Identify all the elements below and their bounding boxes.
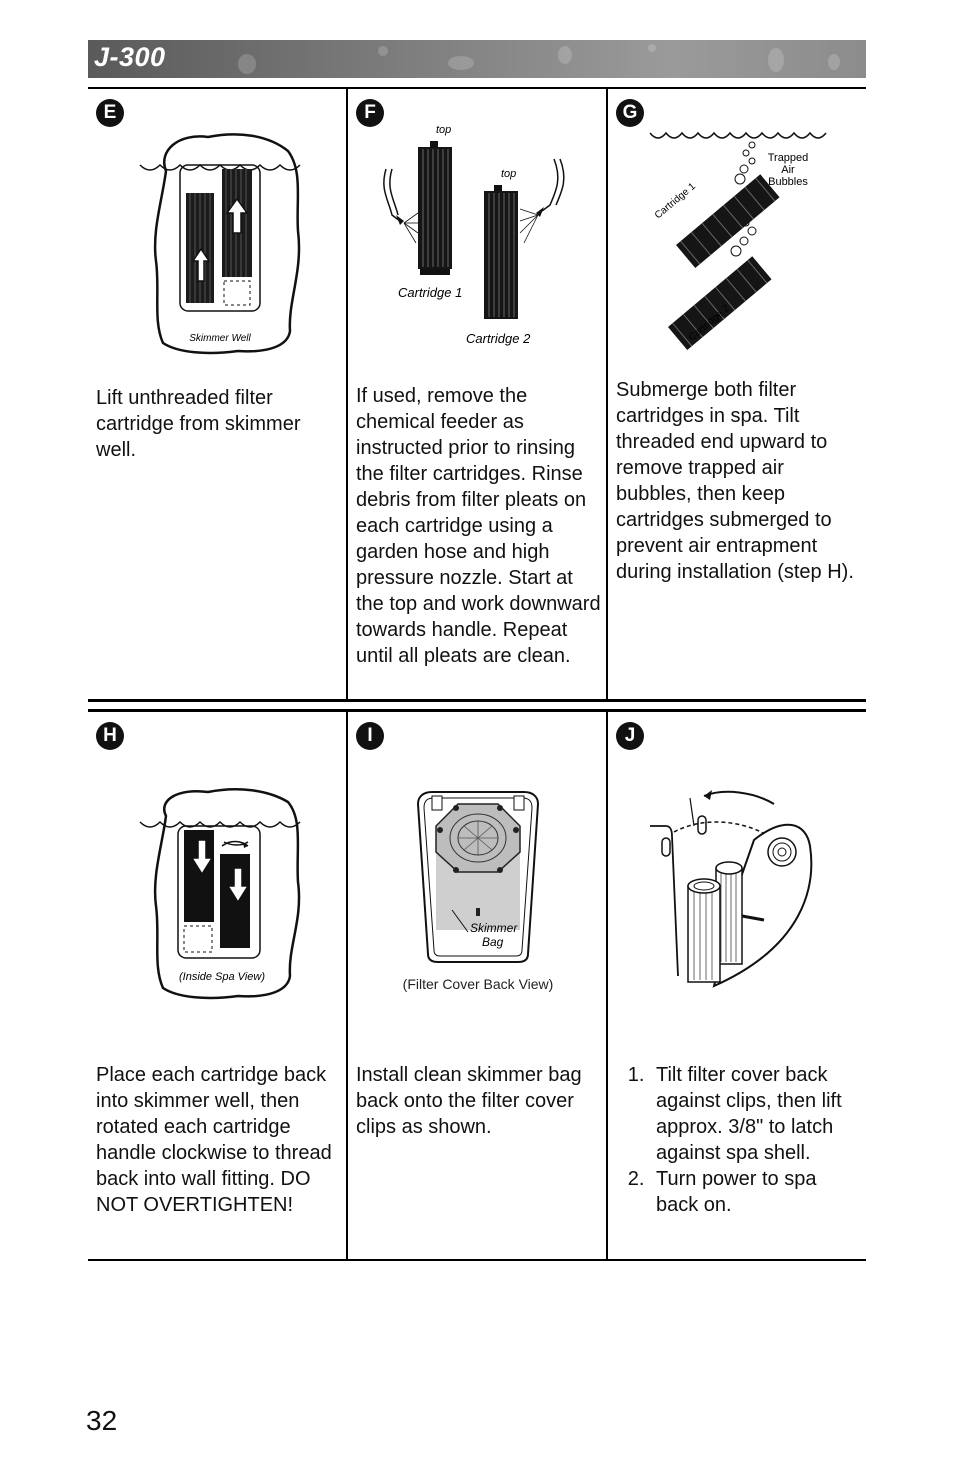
svg-text:top: top — [436, 124, 451, 136]
svg-text:Cartridge 1: Cartridge 1 — [398, 285, 462, 300]
step-j-list: Tilt filter cover back against clips, th… — [610, 1062, 862, 1218]
reinstall-cartridges-illustration: (Inside Spa View) — [139, 787, 301, 1000]
step-h-text: Place each cartridge back into skimmer w… — [96, 1064, 332, 1216]
step-h: H (Inside Spa View) Place each cartridge… — [88, 712, 346, 1259]
svg-text:Bag: Bag — [482, 935, 504, 949]
svg-text:Trapped: Trapped — [768, 152, 809, 164]
step-j-text: Tilt filter cover back against clips, th… — [610, 1062, 862, 1218]
rinse-cartridges-illustration: top top — [383, 124, 565, 346]
step-badge-j: J — [616, 722, 644, 750]
svg-text:Cartridge 2: Cartridge 2 — [466, 331, 531, 346]
step-f: F top top — [346, 89, 608, 699]
step-badge-f: F — [356, 99, 384, 127]
step-f-text: If used, remove the chemical feeder as i… — [356, 385, 601, 667]
svg-text:Bubbles: Bubbles — [768, 176, 808, 188]
step-e: E Skimmer Well Lift unthreaded filter ca — [88, 89, 346, 699]
svg-text:Air: Air — [781, 164, 795, 176]
page-number: 32 — [86, 1405, 118, 1436]
step-badge-g: G — [616, 99, 644, 127]
step-j: J — [606, 712, 868, 1259]
latch-cover-illustration — [650, 790, 813, 988]
step-i-text: Install clean skimmer bag back onto the … — [356, 1064, 582, 1138]
filter-cover-caption: (Filter Cover Back View) — [402, 976, 554, 992]
manual-title: J-300 — [94, 42, 166, 72]
step-j-item-2: Turn power to spa back on. — [650, 1166, 862, 1218]
svg-text:Skimmer: Skimmer — [470, 921, 518, 935]
submerge-cartridges-illustration: Trapped Air Bubbles — [649, 131, 827, 350]
step-j-item-1: Tilt filter cover back against clips, th… — [650, 1062, 862, 1166]
header-bar: J-300 — [88, 40, 866, 78]
step-g-text: Submerge both filter cartridges in spa. … — [616, 379, 854, 583]
step-g: G Trapped Air Bubbles — [606, 89, 868, 699]
skimmer-well-illustration: Skimmer Well — [139, 133, 301, 355]
step-badge-h: H — [96, 722, 124, 750]
step-badge-i: I — [356, 722, 384, 750]
step-e-text: Lift unthreaded filter cartridge from sk… — [96, 387, 301, 461]
svg-text:Cartridge 1: Cartridge 1 — [653, 181, 698, 222]
steps-row-2: H (Inside Spa View) Place each cartridge… — [88, 709, 866, 1261]
step-i: I Skimmer Bag (Filter Cover Back View) I… — [346, 712, 608, 1259]
svg-text:Skimmer Well: Skimmer Well — [189, 333, 251, 344]
filter-cover-illustration: Skimmer Bag — [416, 791, 540, 963]
step-badge-e: E — [96, 99, 124, 127]
steps-row-1: E Skimmer Well Lift unthreaded filter ca — [88, 87, 866, 702]
svg-text:(Inside Spa View): (Inside Spa View) — [179, 971, 265, 983]
svg-text:top: top — [501, 168, 516, 180]
